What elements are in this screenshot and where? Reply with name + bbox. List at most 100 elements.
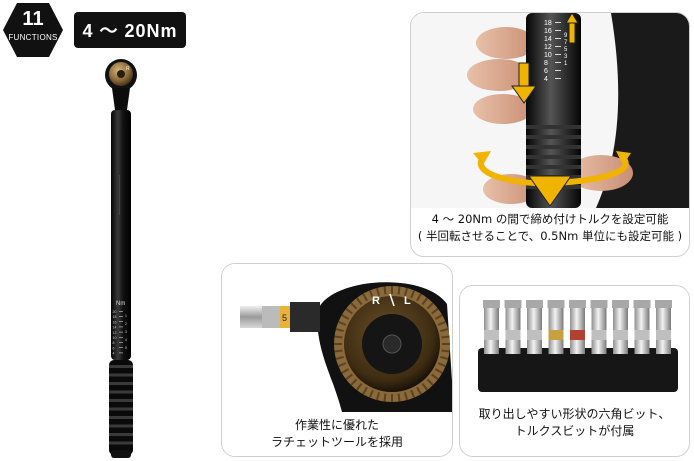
- dial-tooth: [421, 383, 429, 391]
- ratchet-caption: 作業性に優れた ラチェットツールを採用: [222, 417, 452, 451]
- adjust-scale-tick: [555, 62, 561, 63]
- grip-ring: [109, 373, 133, 377]
- bit-tip: [483, 300, 500, 308]
- wrench-scale-tick: [119, 326, 123, 328]
- wrench-scale-tick: [119, 316, 123, 317]
- bits-caption-line1: 取り出しやすい形状の六角ビット、: [478, 407, 671, 421]
- dial-tooth: [341, 314, 350, 320]
- dial-tooth: [345, 307, 353, 315]
- bit: [505, 304, 521, 354]
- ratchet-dial-teeth: [334, 286, 450, 402]
- wrench-scale-tick: [119, 337, 123, 338]
- adjust-scale-number: 18: [544, 20, 552, 27]
- ratchet-photo: 5 R L: [222, 264, 452, 412]
- adjust-knurl-ring: [526, 165, 581, 169]
- bit-tip: [633, 300, 651, 308]
- dial-tooth: [440, 328, 449, 333]
- bits-panel: 取り出しやすい形状の六角ビット、 トルクスビットが付属: [459, 285, 690, 457]
- wrench-scale-number: 4: [113, 352, 115, 356]
- grip-ring: [109, 424, 133, 428]
- bit: [548, 304, 564, 354]
- ratchet-bit-number: 5: [282, 313, 287, 323]
- wrench-scale-number: 12: [113, 331, 117, 335]
- bit: [484, 304, 499, 354]
- bit-tip: [655, 300, 672, 308]
- wrench-scale-number: 5: [125, 346, 127, 350]
- bit-tip: [526, 300, 543, 308]
- torque-adjust-caption-line1: 4 ～ 20Nm の間で締め付けトルクを設定可能: [431, 212, 669, 226]
- ratchet-bit-ring: [280, 306, 290, 328]
- dial-tooth: [355, 297, 363, 305]
- ratchet-release-button: [382, 334, 402, 354]
- dial-tooth: [416, 386, 422, 395]
- bit-holder: [478, 348, 678, 392]
- dial-tooth: [362, 293, 368, 302]
- adjust-scale-number: 6: [544, 68, 548, 75]
- adjust-scale-number: 4: [544, 76, 548, 83]
- dial-tooth: [397, 393, 401, 402]
- grip-ring: [109, 365, 133, 368]
- dial-tooth: [335, 355, 344, 360]
- wrench-scale-tick: [119, 321, 123, 322]
- wrench-unit-label: Nm: [116, 301, 125, 307]
- wrench-scale-tick: [119, 352, 123, 354]
- dial-tooth: [426, 378, 434, 386]
- dial-tooth: [426, 302, 434, 310]
- bit-band: [613, 330, 628, 340]
- grip-ring: [109, 399, 133, 402]
- adjust-scale-tick: [555, 22, 561, 23]
- grip-ring: [109, 390, 133, 394]
- wrench-scale-number: 20: [113, 310, 117, 314]
- ratchet-dial-right: L: [404, 295, 411, 307]
- down-arrow-icon: [511, 62, 537, 104]
- bit: [527, 304, 542, 354]
- bit-band: [570, 330, 585, 340]
- adjust-scale-tick: [555, 46, 561, 47]
- dial-tooth: [350, 378, 358, 386]
- dial-tooth: [441, 349, 450, 353]
- functions-count: 11: [22, 8, 44, 30]
- finger-1: [476, 27, 536, 59]
- dial-tooth: [345, 373, 353, 381]
- wrench-scale-number: 18: [113, 315, 117, 319]
- dial-tooth: [440, 355, 449, 360]
- adjust-side-number: 5: [564, 47, 568, 53]
- wrench-grip-rings: [109, 365, 133, 445]
- dial-tooth: [416, 293, 422, 302]
- bit-tip: [612, 300, 629, 308]
- wrench-scale-tick: [119, 347, 123, 348]
- functions-hexagon-badge: [3, 3, 63, 57]
- bits-caption-line2: トルクスビットが付属: [514, 424, 635, 438]
- dial-tooth: [355, 383, 363, 391]
- adjust-side-number: 7: [564, 40, 568, 46]
- dial-tooth: [334, 335, 343, 339]
- dial-tooth: [334, 349, 343, 353]
- bit: [634, 304, 650, 354]
- ratchet-caption-line2: ラチェットツールを採用: [270, 435, 403, 449]
- wrench-head-mark: R: [126, 66, 130, 72]
- bit-band: [548, 330, 564, 340]
- adjust-knurl-ring: [526, 145, 581, 149]
- dial-tooth: [437, 320, 446, 326]
- adjust-knurl-ring: [526, 125, 581, 129]
- bit-tip: [504, 300, 522, 308]
- dial-tooth: [410, 389, 416, 398]
- wrench-scale-tick: [119, 331, 123, 333]
- adjust-handle: [526, 13, 581, 208]
- bit-band: [484, 330, 499, 340]
- wrench-scale-number: 1: [125, 314, 127, 318]
- big-down-arrow-icon: [528, 175, 572, 207]
- bit-band: [505, 330, 521, 340]
- dial-tooth: [335, 328, 344, 333]
- adjust-scale-number: 8: [544, 60, 548, 67]
- wrench-scale-tick: [119, 342, 123, 343]
- bit-band: [527, 330, 542, 340]
- ratchet-caption-line1: 作業性に優れた: [294, 418, 379, 432]
- bits-photo: [460, 286, 689, 398]
- dial-tooth: [397, 286, 401, 295]
- adjust-scale-tick: [555, 54, 561, 55]
